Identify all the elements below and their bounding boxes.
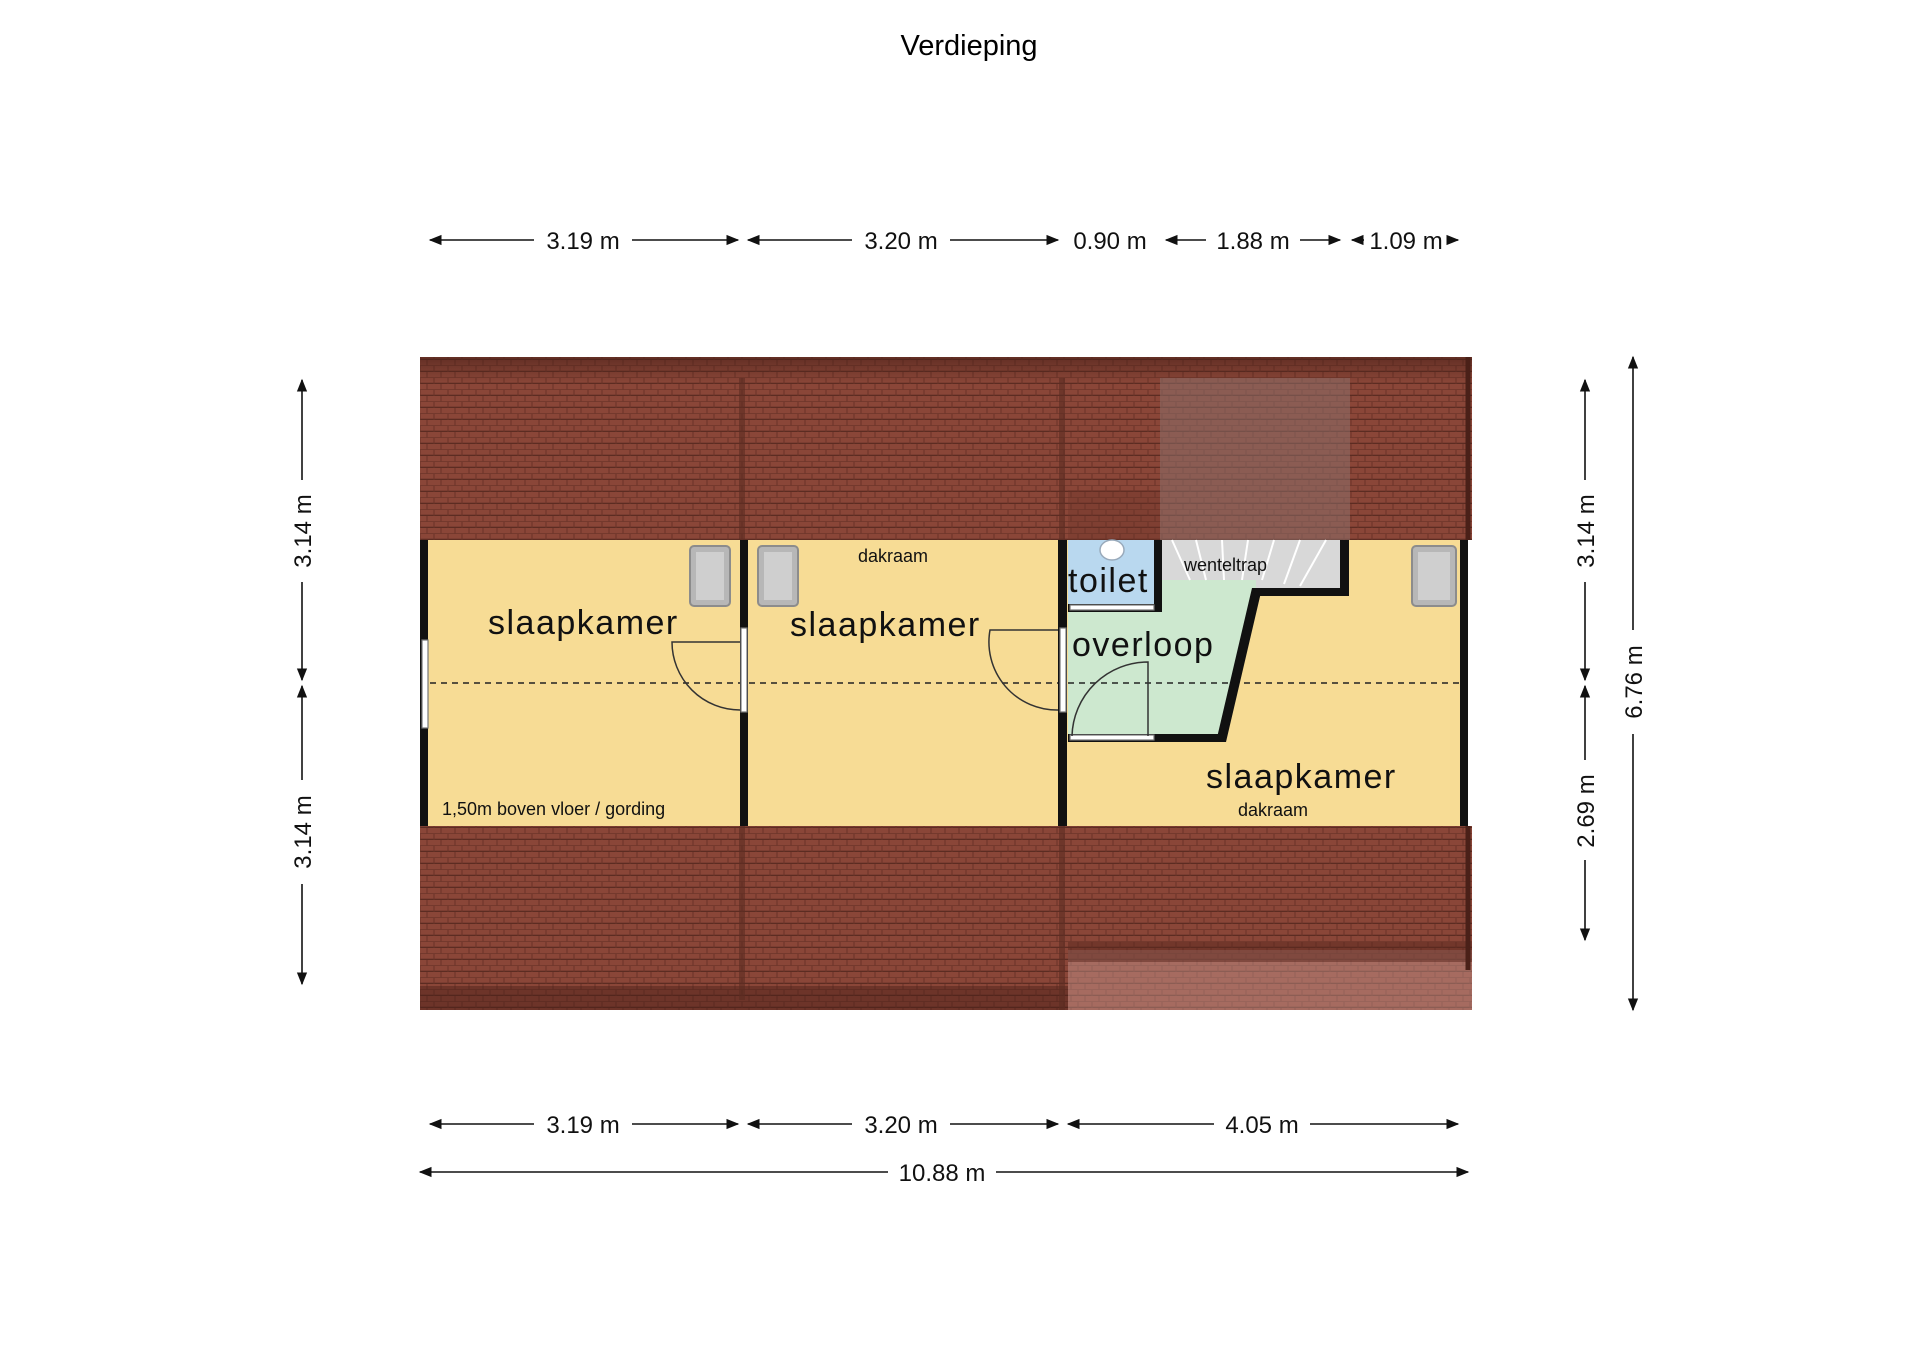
wall-stair-bottom [1258,588,1349,596]
wall-landing-diagonal [1216,588,1262,742]
room-label-stair: wenteltrap [1183,555,1267,575]
dim-left-1: 3.14 m [290,494,317,567]
spiral-stair [1171,539,1327,587]
room-label-toilet: toilet [1068,562,1149,600]
room-label-bedroom-middle: slaapkamer [790,606,981,644]
dim-left-2: 3.14 m [290,795,317,868]
stair-void-shade [1160,378,1350,540]
dimension-bottom [418,1118,1470,1178]
wall-right [1460,540,1468,826]
roof-dormer-band [1068,942,1472,962]
landing-floor [1068,580,1256,736]
dim-total-height: 6.76 m [1621,645,1648,718]
wall-stair-right [1340,540,1349,596]
stair-floor-green [1160,580,1256,588]
toilet-bowl-icon [1099,539,1125,561]
wall-windows [421,604,1155,741]
roof-bottom [420,826,1472,1010]
room-label-landing: overloop [1072,626,1214,664]
room-label-bedroom-right: slaapkamer [1206,758,1397,796]
dim-top-4: 1.88 m [1216,228,1289,255]
dim-bottom-3: 4.05 m [1225,1112,1298,1139]
dim-bottom-2: 3.20 m [864,1112,937,1139]
dim-top-5: 1.09 m [1369,228,1442,255]
dim-top-2: 3.20 m [864,228,937,255]
plan-title: Verdieping [900,30,1037,62]
note-skylight-bottom: dakraam [1238,800,1308,820]
room-label-bedroom-left: slaapkamer [488,604,679,642]
dim-right-inner-1: 3.14 m [1573,494,1600,567]
dim-top-3: 0.90 m [1073,228,1146,255]
dim-total-width: 10.88 m [899,1160,986,1187]
toilet-roof-shade [1068,490,1160,540]
dim-right-inner-2: 2.69 m [1573,774,1600,847]
note-skylight-top: dakraam [858,546,928,566]
wall-toilet-right [1154,540,1162,612]
dim-top-1: 3.19 m [546,228,619,255]
dim-bottom-1: 3.19 m [546,1112,619,1139]
skylights [689,545,1457,607]
roof [420,357,1472,1010]
door-swings [671,629,1149,737]
note-beam: 1,50m boven vloer / gording [442,799,665,819]
